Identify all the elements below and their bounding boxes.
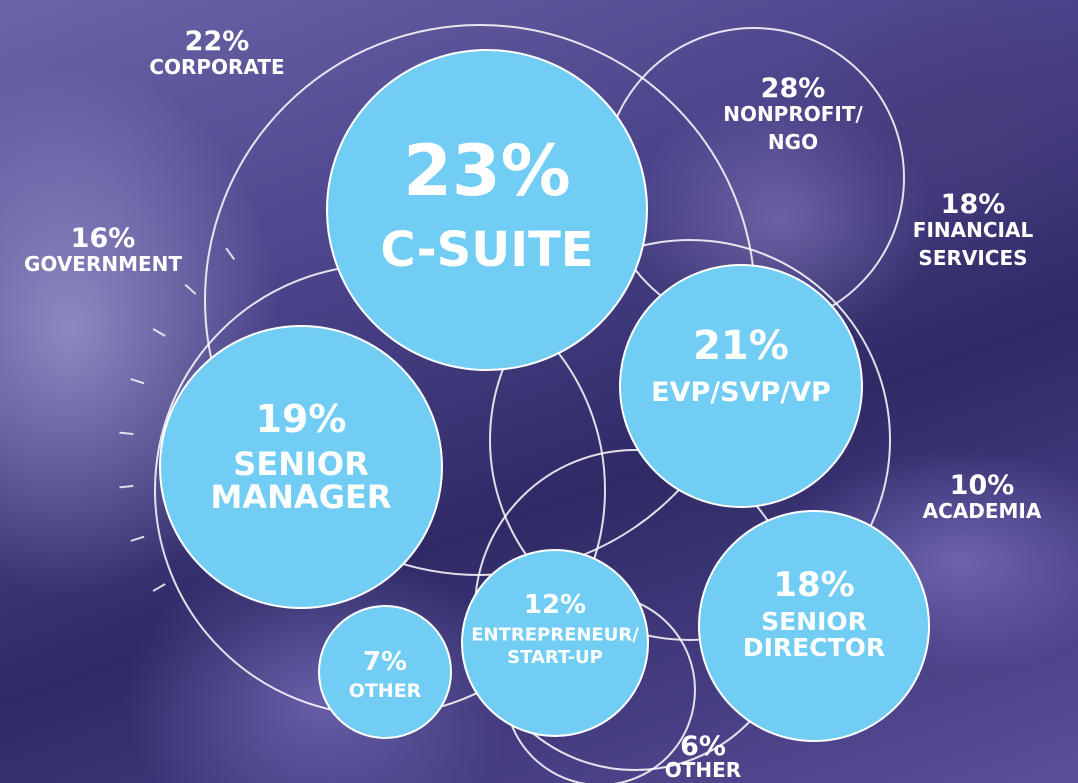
bubble-category-label: DIRECTOR: [743, 633, 885, 662]
ring-label-financial-services: 18%FINANCIAL SERVICES: [913, 189, 1034, 270]
ring-category-label: OTHER: [665, 758, 741, 782]
bubble-category-label: SENIOR: [233, 445, 368, 483]
bubble-evp-svp-vp: 21% EVP/SVP/VP: [619, 264, 863, 508]
ring-value-label: 16%: [71, 223, 136, 254]
ring-value-label: 10%: [950, 470, 1015, 501]
ring-value-label: 6%: [680, 731, 726, 762]
bubble-c-suite: 23% C-SUITE: [326, 49, 648, 371]
bubble-category-label: C-SUITE: [380, 222, 593, 278]
bubble-value-label: 12%: [524, 590, 586, 620]
ring-category-label: NGO: [768, 130, 818, 154]
bubble-other: 7% OTHER: [318, 605, 452, 739]
ring-financial-services: [489, 239, 891, 641]
ring-label-government: 16%GOVERNMENT: [24, 223, 182, 276]
bubble-circle: [326, 49, 648, 371]
bubble-value-label: 19%: [256, 397, 347, 441]
tick-mark: [130, 378, 145, 385]
bubble-category-label: SENIOR: [761, 607, 867, 636]
bubble-category-label: START-UP: [507, 647, 603, 668]
bubble-value-label: 18%: [773, 565, 854, 605]
ring-category-label: GOVERNMENT: [24, 252, 182, 276]
bubble-circle: [619, 264, 863, 508]
tick-mark: [152, 328, 166, 337]
ring-value-label: 22%: [185, 26, 250, 57]
tick-mark: [152, 583, 166, 592]
bubble-value-label: 23%: [403, 130, 571, 212]
bubble-circle: [461, 549, 649, 737]
ring-value-label: 18%: [941, 189, 1006, 220]
ring-label-academia: 10%ACADEMIA: [923, 470, 1042, 523]
tick-mark: [119, 431, 134, 436]
bubble-category-label: EVP/SVP/VP: [651, 377, 831, 408]
ring-label-corporate: 22%CORPORATE: [149, 26, 284, 79]
bubble-circle: [159, 325, 443, 609]
decorative-ticks: [119, 247, 236, 592]
tick-mark: [119, 484, 134, 489]
ring-label-other: 6%OTHER: [665, 731, 741, 782]
ring-category-label: SERVICES: [918, 246, 1027, 270]
bubble-entrepreneur-start-up: 12% ENTREPRENEUR/START-UP: [461, 549, 649, 737]
ring-category-label: FINANCIAL: [913, 218, 1034, 242]
tick-mark: [225, 247, 236, 260]
bubble-circle: [318, 605, 452, 739]
bubble-category-label: OTHER: [349, 680, 422, 702]
ring-category-label: NONPROFIT/: [723, 102, 863, 126]
ring-label-nonprofit-ngo: 28%NONPROFIT/NGO: [723, 73, 863, 154]
bubble-circle: [698, 510, 930, 742]
tick-mark: [184, 283, 197, 295]
bubble-value-label: 21%: [693, 323, 789, 369]
ring-category-label: ACADEMIA: [923, 499, 1042, 523]
tick-mark: [130, 535, 145, 542]
bubble-value-label: 7%: [363, 647, 407, 677]
ring-category-label: CORPORATE: [149, 55, 284, 79]
bubble-category-label: MANAGER: [211, 478, 392, 516]
ring-value-label: 28%: [761, 73, 826, 104]
bubble-category-label: ENTREPRENEUR/: [471, 625, 639, 646]
